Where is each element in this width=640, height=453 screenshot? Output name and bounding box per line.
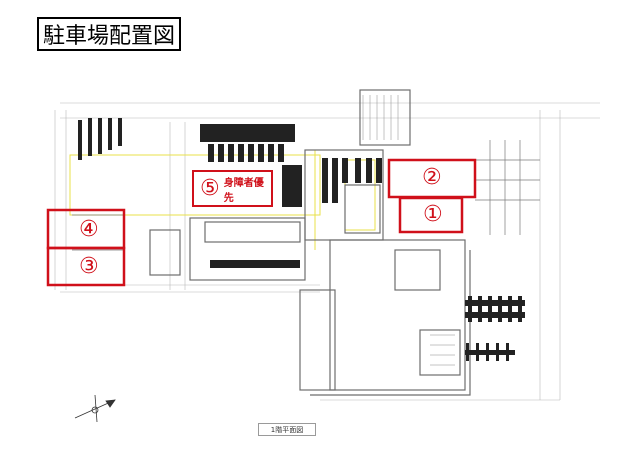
parking-spot-1-number: ① [423, 202, 443, 227]
drawing-caption: 1階平面図 [258, 423, 316, 436]
parking-spot-frames [46, 158, 477, 287]
parking-spot-4-number: ④ [79, 217, 99, 242]
north-arrow-icon [74, 394, 116, 423]
parking-spot-2-number: ② [422, 165, 442, 190]
parking-spot-3-number: ③ [79, 254, 99, 279]
parking-spot-5: ⑤ 身障者優先 [192, 170, 273, 207]
stair-hatching [362, 95, 455, 366]
parking-spot-5-note: 身障者優先 [223, 177, 264, 204]
site-grid [54, 102, 600, 401]
bicycle-rack-icon [78, 118, 525, 361]
parking-spot-5-number: ⑤ [200, 176, 220, 201]
parking-lines [72, 140, 540, 251]
page-title: 駐車場配置図 [37, 17, 181, 51]
building-walls [149, 89, 471, 396]
